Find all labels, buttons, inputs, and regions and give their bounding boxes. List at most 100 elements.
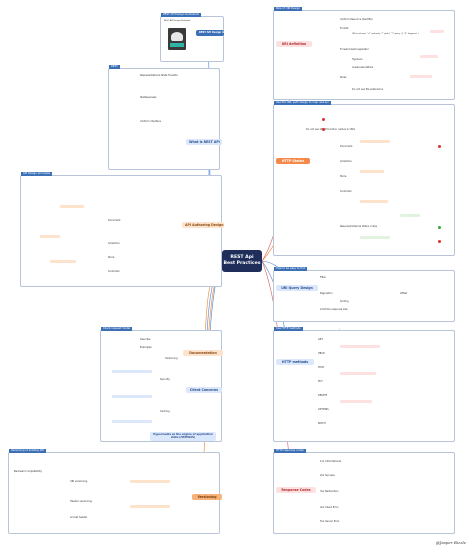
panel-client <box>100 330 222 442</box>
panel-rest-title: REST <box>109 65 120 69</box>
central-topic[interactable]: REST Api Best Practices <box>222 250 262 272</box>
code-5xx: 5xx Server Error <box>320 520 340 523</box>
panel-rest <box>108 68 220 170</box>
method-post: POST <box>318 366 325 369</box>
panel-headers-title: HTTP response codes <box>274 449 306 453</box>
branch-docs[interactable]: Documentation <box>183 350 223 356</box>
http-leaf-2: Document <box>340 145 353 148</box>
client-leaf-caching: Caching <box>160 410 170 413</box>
uri-leaf-8: Do not use file extensions <box>352 88 384 91</box>
branch-hateoas[interactable]: Hypermedia as the engine of application … <box>150 432 216 441</box>
api-leaf-collection: Collection <box>108 242 120 245</box>
branch-design[interactable]: REST API Design Guidebook <box>196 30 236 36</box>
branch-headers[interactable]: Response Codes <box>276 487 316 493</box>
branch-hateoas-label: Hypermedia as the engine of application … <box>153 433 213 440</box>
chip <box>112 370 152 373</box>
chip <box>430 30 444 33</box>
method-options: OPTIONS <box>318 408 329 411</box>
chip <box>130 505 170 508</box>
api-leaf-document: Document <box>108 219 121 222</box>
code-2xx: 2xx Success <box>320 474 335 477</box>
uri-leaf-2: Format <box>340 27 349 30</box>
chip <box>112 395 152 398</box>
method-patch: PATCH <box>318 422 326 425</box>
method-put: PUT <box>318 380 323 383</box>
panel-methods <box>273 330 455 442</box>
uri-leaf-4: Forward slash separator <box>340 48 369 51</box>
branch-methods[interactable]: HTTP methods <box>276 359 314 365</box>
chip <box>130 480 170 483</box>
uri-leaf-6: Lowercase letters <box>352 66 374 69</box>
panel-api <box>20 175 222 287</box>
panel-api-title: API Design principles <box>21 172 53 176</box>
branch-rest[interactable]: What is REST API <box>186 139 222 145</box>
branch-query[interactable]: URI Query Design <box>276 285 318 291</box>
rest-leaf-2: Statelessness <box>140 96 157 99</box>
code-3xx: 3xx Redirection <box>320 490 339 493</box>
client-leaf-security: Security <box>160 378 170 381</box>
api-leaf-controller: Controller <box>108 270 120 273</box>
panel-query-title: How to be easy to find <box>274 267 308 271</box>
chip <box>400 214 420 217</box>
code-4xx: 4xx Client Error <box>320 506 339 509</box>
panel-client-title: Client request model <box>101 327 133 331</box>
chip <box>112 420 152 423</box>
method-delete: DELETE <box>318 394 328 397</box>
branch-versioning[interactable]: Versioning <box>192 494 222 500</box>
query-leaf-5: Offset <box>400 292 408 295</box>
panel-design-title: REST API Design Guidebook <box>161 13 202 17</box>
versioning-leaf-1: Backward compatibility <box>14 470 42 473</box>
docs-leaf-describe: Describe <box>140 338 151 341</box>
chip <box>340 400 372 403</box>
http-leaf-1: Do not use CRUD function names in URIs <box>306 128 356 131</box>
status-dot <box>438 240 441 243</box>
chip <box>410 75 432 78</box>
code-1xx: 1xx Informational <box>320 460 342 463</box>
versioning-leaf-4: Accept header <box>70 516 88 519</box>
branch-http[interactable]: HTTP Status <box>276 158 310 164</box>
chip <box>360 170 384 173</box>
branch-uri[interactable]: URI definition <box>276 41 312 47</box>
status-dot <box>438 226 441 229</box>
api-leaf-store: Store <box>108 256 115 259</box>
rest-leaf-1: Representational State Transfer <box>140 74 178 77</box>
http-leaf-5: Controller <box>340 190 352 193</box>
panel-query <box>273 270 455 322</box>
chip <box>360 140 390 143</box>
http-leaf-6: Reserved/internal status codes <box>340 225 377 228</box>
status-dot <box>322 118 325 121</box>
panel-versioning-title: Versioning of existing API <box>9 449 46 453</box>
http-leaf-3: Collection <box>340 160 352 163</box>
chip <box>60 205 84 208</box>
branch-api[interactable]: API Authoring Design <box>182 222 224 228</box>
uri-leaf-5: Hyphens <box>352 58 363 61</box>
query-leaf-3: Sorting <box>340 300 349 303</box>
query-leaf-4: Limit the response size <box>320 308 348 311</box>
panel-headers <box>273 452 455 534</box>
author-credit: @Jasper Bizzle <box>435 540 466 545</box>
panel-versioning <box>8 452 220 534</box>
chip <box>50 260 76 263</box>
book-cover-icon <box>168 28 186 50</box>
uri-leaf-3: URI = scheme "://" authority "/" path [ … <box>352 33 419 35</box>
chip <box>340 372 376 375</box>
rest-leaf-3: Uniform interface <box>140 120 161 123</box>
method-get: GET <box>318 338 323 341</box>
chip <box>420 55 438 58</box>
query-leaf-2: Pagination <box>320 292 333 295</box>
chip <box>360 200 388 203</box>
panel-http <box>273 104 455 256</box>
method-head: HEAD <box>318 352 325 355</box>
uri-leaf-7: Rules <box>340 76 347 79</box>
versioning-leaf-3: Header versioning <box>70 500 92 503</box>
chip <box>340 345 380 348</box>
query-leaf-1: Filter <box>320 276 326 279</box>
status-dot <box>438 145 441 148</box>
chip <box>40 235 60 238</box>
docs-leaf-examples: Examples <box>140 346 152 349</box>
branch-client[interactable]: Client Concerns <box>186 387 222 393</box>
central-topic-line1: REST Api <box>230 255 254 260</box>
status-dot <box>322 128 325 131</box>
design-leaf-1: REST API Design Rulebook <box>164 20 191 22</box>
panel-http-title: Use the URL path design to map rest api <box>274 101 331 105</box>
